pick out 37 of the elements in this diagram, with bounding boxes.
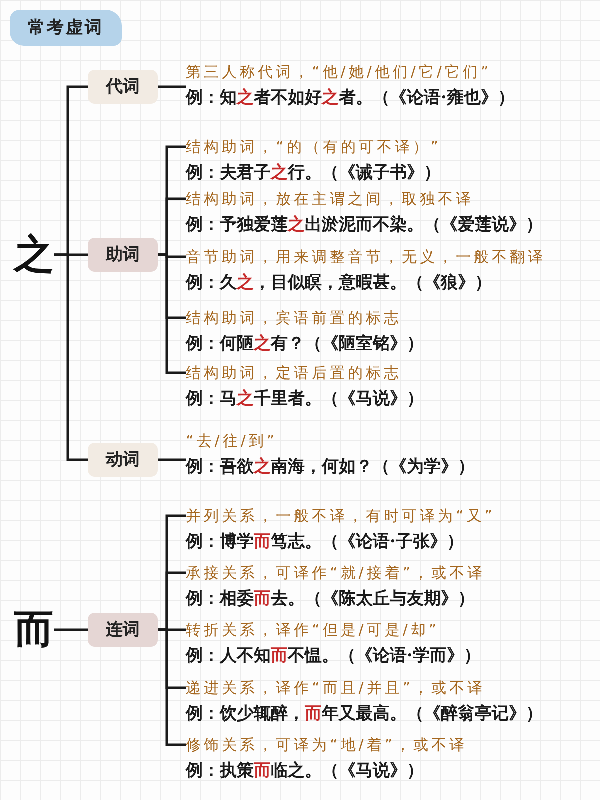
connector-line	[158, 86, 186, 88]
example-sentence: 例：相委而去。（《陈太丘与友期》）	[186, 588, 475, 611]
definition-text: 修饰关系，可译为“地/着”，或不译	[186, 735, 468, 756]
example-sentence: 例：执策而临之。（《马说》）	[186, 760, 424, 783]
definition-text: 结构助词，放在主谓之间，取独不译	[186, 189, 474, 210]
definition-text: 转折关系，译作“但是/可是/却”	[186, 620, 440, 641]
definition-text: 并列关系，一般不译，有时可译为“又”	[186, 506, 496, 527]
definition-text: 承接关系，可译作“就/接着”，或不译	[186, 563, 486, 584]
definition-text: 结构助词，宾语前置的标志	[186, 308, 402, 329]
example-sentence: 例：知之者不如好之者。（《论语·雍也》）	[186, 87, 515, 110]
definition-text: 第三人称代词，“他/她/他们/它/它们”	[186, 62, 492, 83]
connector-line	[158, 628, 186, 746]
example-sentence: 例：马之千里者。（《马说》）	[186, 388, 424, 411]
example-sentence: 例：夫君子之行。（《诫子书》）	[186, 162, 441, 185]
connector-line	[158, 458, 186, 462]
category-box: 助词	[88, 238, 158, 272]
example-sentence: 例：予独爱莲之出淤泥而不染。（《爱莲说》）	[186, 214, 543, 237]
example-sentence: 例：饮少辄醉，而年又最高。（《醉翁亭记》）	[186, 703, 543, 726]
category-box: 连词	[88, 613, 158, 647]
example-sentence: 例：吾欲之南海，何如？（《为学》）	[186, 456, 475, 479]
definition-text: 音节助词，用来调整音节，无义，一般不翻译	[186, 247, 546, 268]
example-sentence: 例：人不知而不愠。（《论语·学而》）	[186, 645, 481, 668]
example-sentence: 例：久之，目似瞑，意暇甚。（《狼》）	[186, 272, 492, 295]
connector-line	[54, 254, 88, 462]
definition-text: 结构助词，定语后置的标志	[186, 363, 402, 384]
definition-text: 结构助词，“的（有的可不译）”	[186, 137, 442, 158]
definition-text: 递进关系，译作“而且/并且”，或不译	[186, 678, 486, 699]
definition-text: “去/往/到”	[186, 431, 278, 452]
category-box: 动词	[88, 443, 158, 477]
example-sentence: 例：博学而笃志。（《论语·子张》）	[186, 531, 464, 554]
headword: 之	[14, 233, 54, 277]
category-box: 代词	[88, 70, 158, 104]
headword: 而	[14, 608, 54, 652]
connector-line	[54, 628, 88, 632]
example-sentence: 例：何陋之有？（《陋室铭》）	[186, 333, 424, 356]
title-banner: 常考虚词	[10, 10, 122, 46]
connector-line	[158, 254, 186, 374]
